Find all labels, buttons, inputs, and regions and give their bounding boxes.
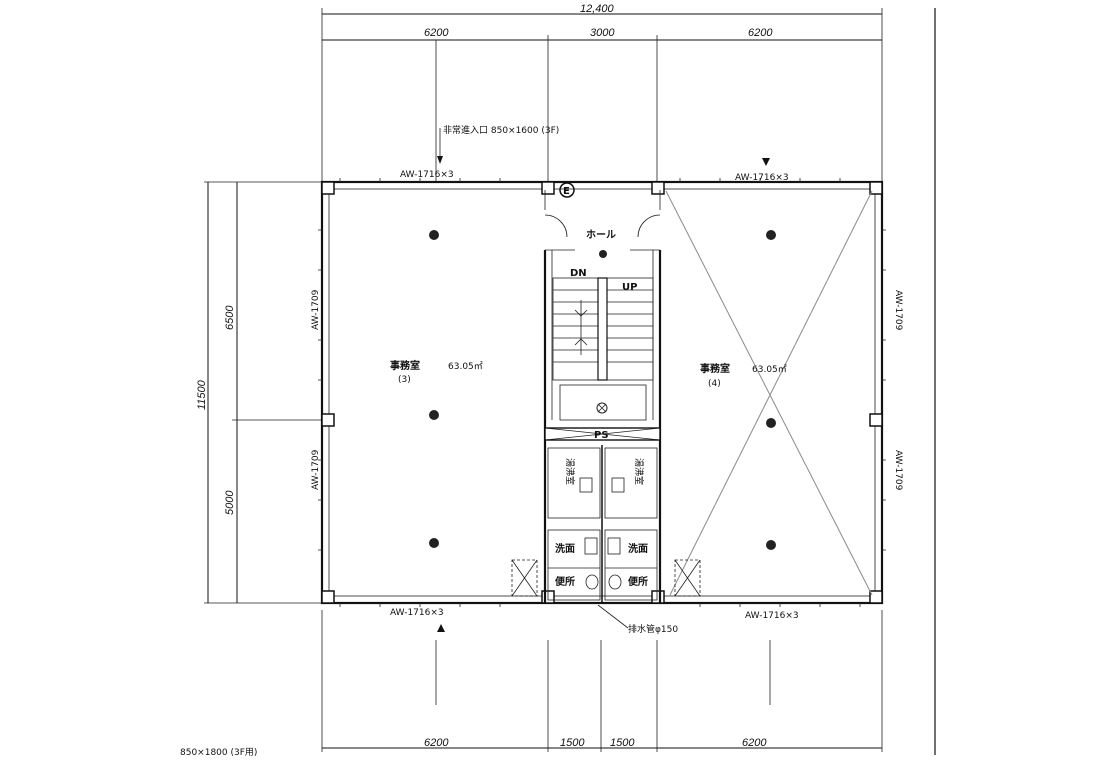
drain-pipe-label: 排水管φ150 bbox=[628, 623, 678, 635]
kitchenette-left-label: 湯沸室 bbox=[564, 458, 576, 485]
marker-dot bbox=[766, 540, 776, 550]
ceiling-markers: E bbox=[429, 182, 776, 550]
window-bottom-left-label: AW-1716×3 bbox=[390, 608, 444, 618]
office-left-area: 63.05㎡ bbox=[448, 361, 483, 372]
window-side-left-upper-label: AW-1709 bbox=[311, 289, 321, 330]
hall-label: ホール bbox=[586, 229, 616, 241]
stair-up-label: UP bbox=[622, 282, 637, 293]
dim-bottom-mid-a: 1500 bbox=[560, 737, 585, 749]
dim-top-total: 12,400 bbox=[580, 3, 615, 15]
left-dimension-lines: 11500 6500 5000 bbox=[196, 181, 322, 604]
dim-bottom-right: 6200 bbox=[742, 737, 767, 749]
marker-dot bbox=[766, 230, 776, 240]
marker-dot bbox=[429, 538, 439, 548]
window-top-right-label: AW-1716×3 bbox=[735, 173, 789, 183]
office-right-area: 63.05㎡ bbox=[752, 364, 787, 375]
bottom-note-label: 850×1800 (3F用) bbox=[180, 747, 257, 758]
window-bottom-right-label: AW-1716×3 bbox=[745, 611, 799, 621]
marker-dot bbox=[429, 410, 439, 420]
office-right-number: (4) bbox=[708, 379, 721, 389]
washroom-right-label: 洗面 bbox=[628, 542, 648, 555]
dim-bottom-mid-b: 1500 bbox=[610, 737, 635, 749]
dim-top-left: 6200 bbox=[424, 27, 449, 39]
toilet-left-label: 便所 bbox=[555, 575, 575, 588]
window-side-left-lower-label: AW-1709 bbox=[311, 449, 321, 490]
kitchenette-right-label: 湯沸室 bbox=[633, 458, 645, 485]
triangle-up-icon bbox=[437, 624, 445, 632]
dim-left-upper: 6500 bbox=[224, 305, 236, 330]
dim-bottom-left: 6200 bbox=[424, 737, 449, 749]
toilet-right-label: 便所 bbox=[628, 575, 648, 588]
window-side-right-lower-label: AW-1709 bbox=[893, 450, 903, 491]
office-left-number: (3) bbox=[398, 375, 411, 385]
dim-left-total: 11500 bbox=[196, 379, 208, 410]
marker-dot bbox=[766, 418, 776, 428]
ps-label: PS bbox=[594, 430, 609, 441]
bottom-dimension-lines: 6200 1500 1500 6200 bbox=[321, 610, 883, 752]
window-side-right-upper-label: AW-1709 bbox=[893, 290, 903, 331]
core-walls bbox=[511, 190, 701, 603]
dim-top-middle: 3000 bbox=[590, 27, 615, 39]
dim-top-right: 6200 bbox=[748, 27, 773, 39]
drain-marker bbox=[596, 402, 608, 414]
office-left-name: 事務室 bbox=[390, 359, 420, 372]
triangle-down-icon bbox=[762, 158, 770, 166]
dim-left-lower: 5000 bbox=[224, 490, 236, 515]
marker-dot bbox=[429, 230, 439, 240]
top-dimension-lines: 12,400 6200 3000 6200 bbox=[321, 3, 883, 182]
mark-circle bbox=[559, 182, 575, 198]
emergency-entrance-label: 非常進入口 850×1600 (3F) bbox=[443, 124, 559, 136]
window-top-left-label: AW-1716×3 bbox=[400, 170, 454, 180]
plan-labels: 非常進入口 850×1600 (3F) AW-1716×3 AW-1716×3 … bbox=[180, 124, 903, 758]
washroom-left-label: 洗面 bbox=[555, 542, 575, 555]
triangle-down-icon bbox=[437, 156, 443, 164]
stair-down-label: DN bbox=[570, 268, 587, 279]
office-right-name: 事務室 bbox=[700, 362, 730, 375]
entrance-triangles bbox=[437, 128, 770, 632]
right-office-cross-lines bbox=[665, 190, 873, 596]
mark-label: E bbox=[563, 186, 570, 197]
exterior-walls bbox=[318, 178, 886, 607]
marker-dot bbox=[599, 250, 607, 258]
